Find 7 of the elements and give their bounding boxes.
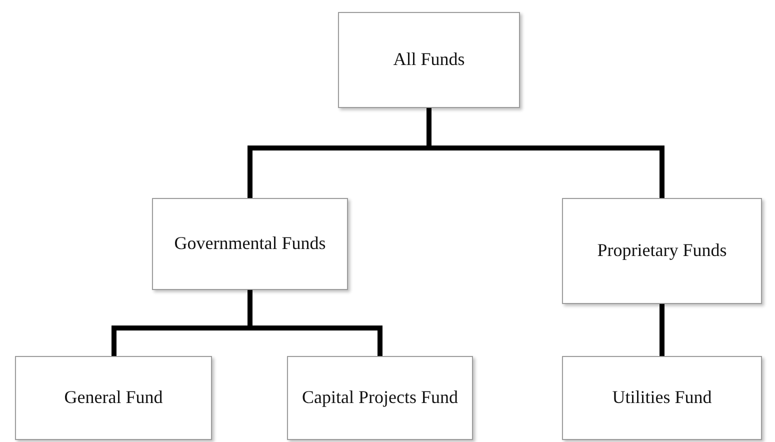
fund-box: Capital Projects Fund (287, 356, 473, 440)
fund-box: Utilities Fund (562, 356, 762, 440)
fund-box: Proprietary Funds (562, 198, 762, 304)
fund-box: Governmental Funds (152, 198, 348, 290)
fund-box: General Fund (15, 356, 212, 440)
connector-line (660, 304, 664, 356)
fund-box: All Funds (338, 12, 520, 108)
